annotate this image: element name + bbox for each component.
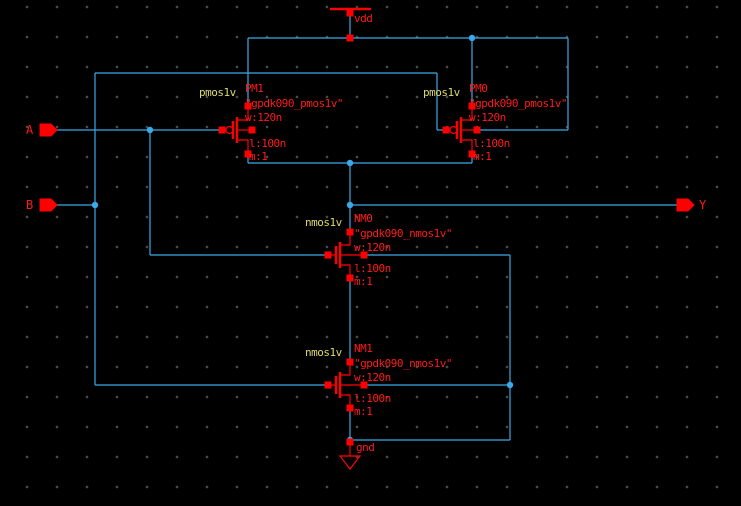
nm1-model-label: "gpdk090_nmos1v" [354,357,452,370]
nm0-source-pin[interactable] [346,274,354,282]
pm1-drain-pin[interactable] [244,150,252,158]
transistor-pm0[interactable]: pmos1v PM0 "gpdk090_pmos1v" w:120n l:100… [423,82,567,163]
pin-b[interactable]: B [26,198,58,212]
gnd-triangle-icon [338,455,362,470]
nm1-drain-lead [340,363,351,376]
pin-a[interactable]: A [26,123,58,137]
pm1-model-label: "gpdk090_pmos1v" [245,97,343,110]
nm0-l-label: l:100n [354,262,391,275]
nm0-model-label: "gpdk090_nmos1v" [354,227,452,240]
pm0-w-label: w:120n [469,111,506,124]
output-pin-icon[interactable] [676,198,695,212]
pm1-w-label: w:120n [245,111,282,124]
pm1-bulk-pin[interactable] [248,126,256,134]
nm0-bulk-pin[interactable] [360,251,368,259]
nm1-l-label: l:100n [354,392,391,405]
pm1-l-label: l:100n [249,137,286,150]
pm1-gate-pin[interactable] [218,126,226,134]
gnd-symbol[interactable]: gnd [338,438,375,470]
pm0-model-label: "gpdk090_pmos1v" [469,97,567,110]
pin-y[interactable]: Y [676,198,708,212]
nm0-w-label: w:120n [354,241,391,254]
transistor-nm1[interactable]: nmos1v NM1 "gpdk090_nmos1v" w:120n l:100… [305,342,452,418]
transistor-nm0[interactable]: nmos1v NM0 "gpdk090_nmos1v" w:120n l:100… [305,212,452,288]
solder-dot [468,34,476,42]
nm1-drain-pin[interactable] [346,358,354,366]
nm0-name-label: NM0 [354,212,372,225]
pm0-source-pin[interactable] [468,102,476,110]
nm1-cell-label: nmos1v [305,346,343,359]
pm1-name-label: PM1 [245,82,263,95]
solder-dots [91,34,514,444]
nm0-m-label: m:1 [354,275,372,288]
solder-dot [346,159,354,167]
nm1-name-label: NM1 [354,342,372,355]
vdd-label: vdd [354,12,372,25]
pm1-cell-label: pmos1v [199,86,237,99]
nm0-drain-lead [340,233,351,246]
pm1-source-lead [237,107,249,121]
solder-dot [91,201,99,209]
solder-dot [146,126,154,134]
nm0-source-lead [340,264,351,277]
pm0-l-label: l:100n [473,137,510,150]
pm0-bulk-pin[interactable] [473,126,481,134]
vdd-rail-pin-square[interactable] [346,34,354,42]
pm0-cell-label: pmos1v [423,86,461,99]
transistor-pm1[interactable]: pmos1v PM1 "gpdk090_pmos1v" w:120n l:100… [199,82,343,163]
nm0-drain-pin[interactable] [346,228,354,236]
nm0-gate-pin[interactable] [324,251,332,259]
input-pin-icon[interactable] [39,198,58,212]
solder-dot [346,201,354,209]
solder-dot [506,381,514,389]
nm1-gate-pin[interactable] [324,381,332,389]
pm0-m-label: m:1 [473,150,491,163]
nm1-m-label: m:1 [354,405,372,418]
pm0-name-label: PM0 [469,82,487,95]
nm1-bulk-pin[interactable] [360,381,368,389]
pm0-source-lead [461,107,473,121]
nm0-cell-label: nmos1v [305,216,343,229]
pin-b-label: B [26,198,33,212]
wires [56,13,677,442]
pm1-m-label: m:1 [249,150,267,163]
pin-a-label: A [26,123,34,137]
pin-y-label: Y [699,198,707,212]
pm0-drain-pin[interactable] [468,150,476,158]
pm0-drain-lead [461,139,473,153]
pm1-drain-lead [237,139,249,153]
vdd-symbol[interactable]: vdd [330,7,373,42]
nm1-w-label: w:120n [354,371,391,384]
nm1-source-pin[interactable] [346,404,354,412]
pm1-source-pin[interactable] [244,102,252,110]
vdd-pin-square[interactable] [346,9,354,17]
nm1-source-lead [340,394,351,407]
gnd-label: gnd [356,441,374,454]
pm0-gate-pin[interactable] [442,126,450,134]
input-pin-icon[interactable] [39,123,58,137]
